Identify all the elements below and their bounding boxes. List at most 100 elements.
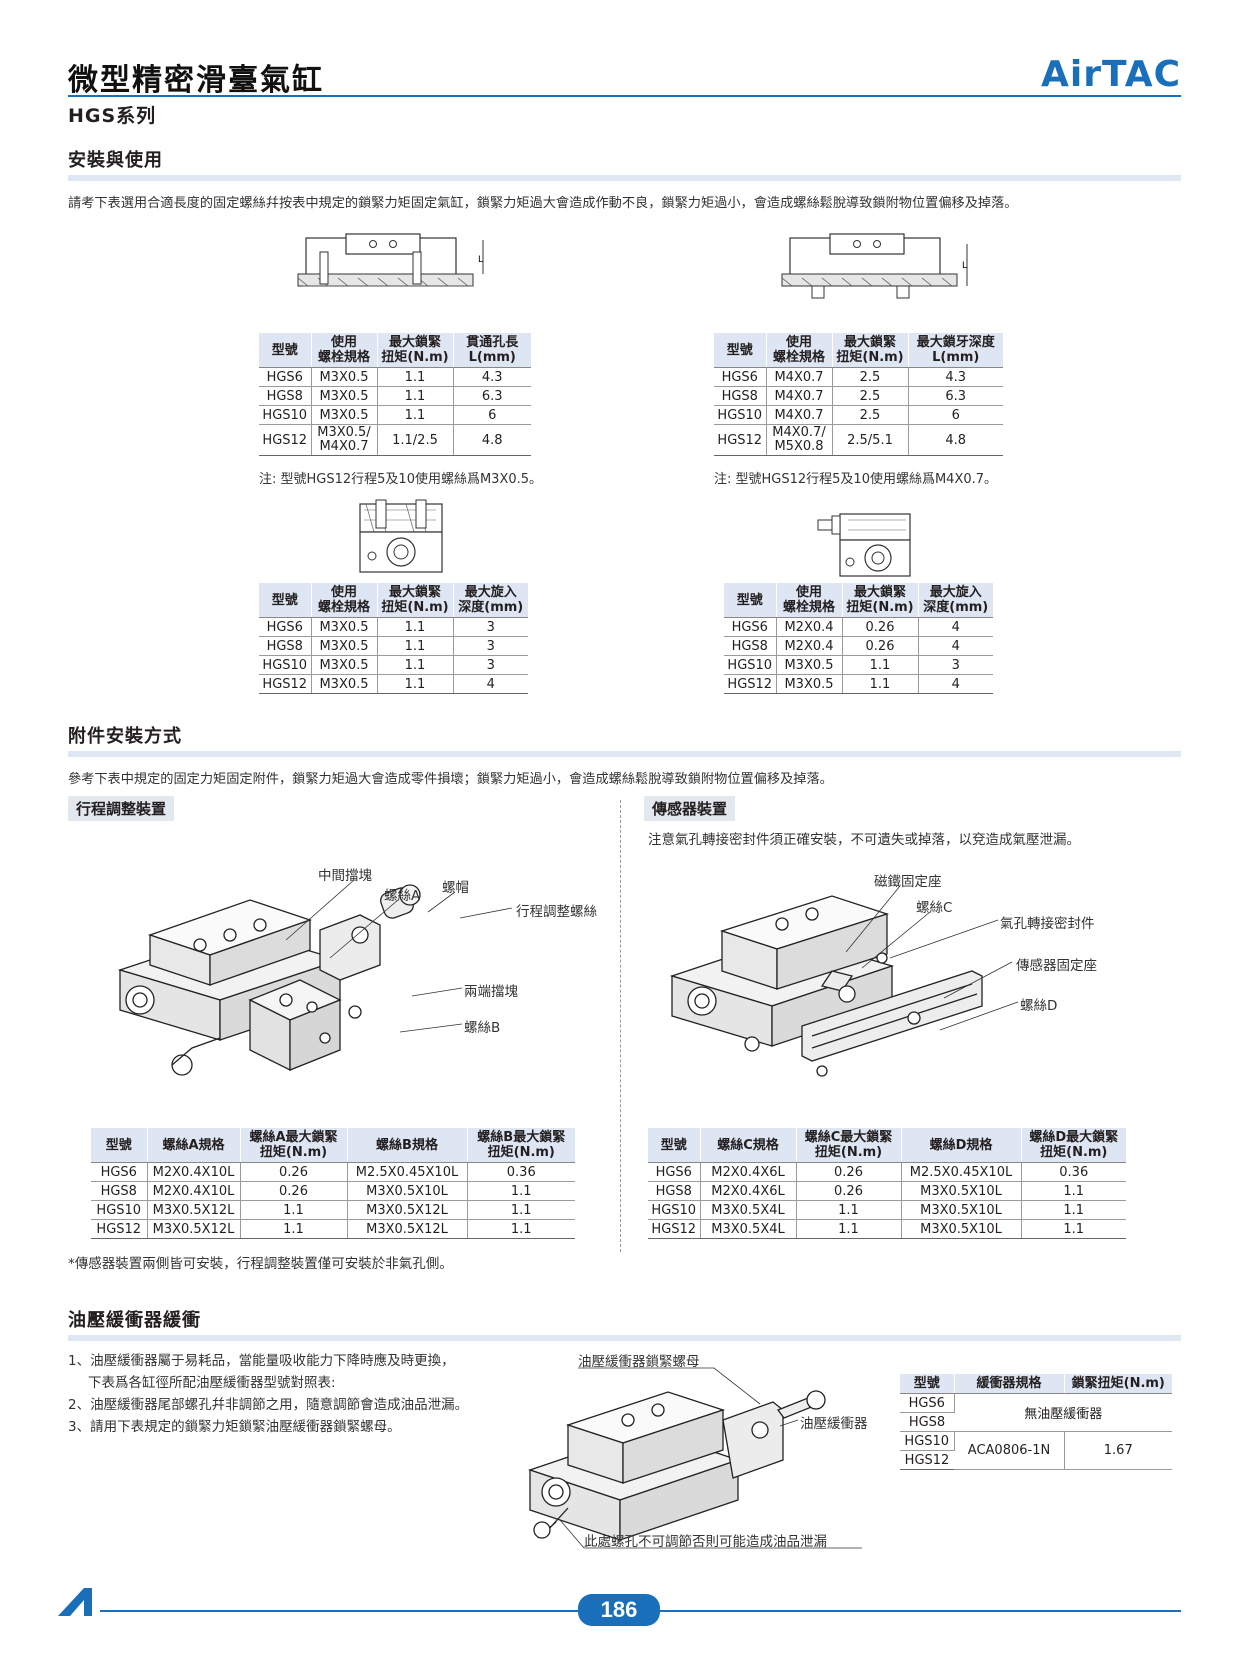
label-stroke-adjust-screw: 行程調整螺絲: [516, 904, 597, 920]
table-cell: M2.5X0.45X10L: [347, 1162, 468, 1182]
table-cell: 1.1: [842, 655, 919, 675]
table-cell: 1.1: [377, 655, 454, 675]
table-cell: 3: [918, 655, 993, 675]
table-cell: HGS10: [714, 405, 767, 425]
table-cell: M3X0.5: [311, 674, 378, 694]
table-cell: HGS12: [91, 1219, 148, 1239]
table-header: 螺絲C最大鎖緊 扭矩(N.m): [796, 1128, 902, 1163]
mounting-drawing-top-screw: [359, 499, 443, 573]
table-header: 型號: [91, 1128, 148, 1163]
table-cell: 0.26: [842, 636, 919, 656]
table-cell: HGS8: [259, 386, 312, 406]
table-cell: 6.3: [453, 386, 531, 406]
list-item: 1、油壓緩衝器屬于易耗品，當能量吸收能力下降時應及時更換，: [68, 1353, 455, 1369]
page-title: 微型精密滑臺氣缸: [68, 63, 324, 98]
table-cell: 0.26: [240, 1162, 348, 1182]
table-cell: M3X0.5: [311, 405, 378, 425]
table-cell: 1.1/2.5: [377, 424, 454, 456]
table-cell: 0.26: [842, 617, 919, 637]
table-header: 緩衝器規格: [954, 1374, 1065, 1394]
table-cell: 1.1: [467, 1181, 575, 1201]
table-cell: HGS6: [724, 617, 777, 637]
table-cell: 1.1: [467, 1200, 575, 1220]
table-header: 型號: [259, 583, 312, 618]
shock-absorber-notes: 1、油壓緩衝器屬于易耗品，當能量吸收能力下降時應及時更換， 下表爲各缸徑所配油壓…: [68, 1350, 468, 1438]
table-cell: 3: [453, 636, 528, 656]
table-cell: 2.5/5.1: [832, 424, 909, 456]
table-header: 螺絲A規格: [147, 1128, 241, 1163]
table-cell: 1.1: [467, 1219, 575, 1239]
table-cell: HGS6: [259, 367, 312, 387]
table-cell: M3X0.5: [311, 617, 378, 637]
table-header: 最大旋入 深度(mm): [918, 583, 993, 618]
table-header: 型號: [648, 1128, 701, 1163]
table-header: 螺絲B規格: [347, 1128, 468, 1163]
label-screw-a: 螺絲A: [384, 888, 421, 904]
table-cell: M3X0.5: [311, 636, 378, 656]
section-title: 附件安裝方式: [68, 726, 182, 747]
table-cell: HGS10: [900, 1431, 955, 1451]
table-cell: M2X0.4: [776, 617, 843, 637]
table-header: 使用 螺栓規格: [766, 333, 833, 368]
table-cell: M3X0.5: [311, 367, 378, 387]
table-header: 螺絲B最大鎖緊 扭矩(N.m): [467, 1128, 575, 1163]
label-magnet-holder: 磁鐵固定座: [874, 874, 942, 890]
table-cell: M2X0.4X10L: [147, 1162, 241, 1182]
label-shock-warning: 此處螺孔不可調節否則可能造成油品泄漏: [584, 1534, 827, 1550]
table-cell: 1.1: [377, 405, 454, 425]
table-cell: 3: [453, 655, 528, 675]
table-note: 注: 型號HGS12行程5及10使用螺絲爲M4X0.7。: [714, 472, 998, 487]
table-cell: HGS6: [91, 1162, 148, 1182]
label-screw-d: 螺絲D: [1020, 998, 1058, 1014]
table-header: 最大鎖緊 扭矩(N.m): [832, 333, 909, 368]
table-note: 注: 型號HGS12行程5及10使用螺絲爲M3X0.5。: [259, 472, 543, 487]
subsection-title-stroke-adjuster: 行程調整裝置: [68, 796, 175, 821]
list-item: 3、請用下表規定的鎖緊力矩鎖緊油壓緩衝器鎖緊螺母。: [68, 1419, 401, 1435]
table-cell: HGS12: [259, 674, 312, 694]
table-row: HGS8: [900, 1412, 1172, 1432]
table-cell: 無油壓緩衝器: [954, 1393, 1172, 1432]
table-header: 最大鎖緊 扭矩(N.m): [377, 333, 454, 368]
table-cell: 4.3: [908, 367, 1003, 387]
table-header: 使用 螺栓規格: [311, 333, 378, 368]
table-side-screw: 型號 使用 螺栓規格 最大鎖緊 扭矩(N.m) 最大旋入 深度(mm) HGS6…: [724, 583, 993, 694]
table-cell: 1.1: [842, 674, 919, 694]
shock-absorber-illustration: [527, 1390, 826, 1541]
table-header: 螺絲D最大鎖緊 扭矩(N.m): [1021, 1128, 1126, 1163]
table-header: 螺絲C規格: [700, 1128, 797, 1163]
accessory-footnote: *傳感器裝置兩側皆可安裝，行程調整裝置僅可安裝於非氣孔側。: [68, 1256, 453, 1272]
mounting-drawing-side-screw: [817, 513, 911, 577]
table-cell: HGS10: [648, 1200, 701, 1220]
table-header: 鎖緊扭矩(N.m): [1064, 1374, 1172, 1394]
airtac-logo: AirTAC: [1041, 54, 1181, 95]
table-header: 螺絲D規格: [901, 1128, 1022, 1163]
table-cell: HGS12: [714, 424, 767, 456]
list-item: 下表爲各缸徑所配油壓緩衝器型號對照表:: [88, 1375, 336, 1391]
mounting-drawing-tapped-hole: L: [781, 233, 968, 299]
table-cell: M2X0.4X6L: [700, 1181, 797, 1201]
table-tapped-hole: 型號 使用 螺栓規格 最大鎖緊 扭矩(N.m) 最大鎖牙深度 L(mm) HGS…: [714, 333, 1003, 456]
table-cell: 4: [453, 674, 528, 694]
table-cell: 2.5: [832, 367, 909, 387]
stroke-adjuster-illustration: [117, 884, 421, 1076]
table-cell: M3X0.5: [776, 655, 843, 675]
table-cell: M4X0.7: [766, 405, 833, 425]
table-cell: 6: [908, 405, 1003, 425]
table-sensor: 型號 螺絲C規格 螺絲C最大鎖緊 扭矩(N.m) 螺絲D規格 螺絲D最大鎖緊 扭…: [648, 1128, 1126, 1239]
label-port-seal: 氣孔轉接密封件: [1000, 916, 1095, 932]
table-cell: HGS10: [259, 405, 312, 425]
table-header: 最大鎖牙深度 L(mm): [908, 333, 1003, 368]
table-header: 型號: [900, 1374, 955, 1394]
table-cell: HGS10: [91, 1200, 148, 1220]
